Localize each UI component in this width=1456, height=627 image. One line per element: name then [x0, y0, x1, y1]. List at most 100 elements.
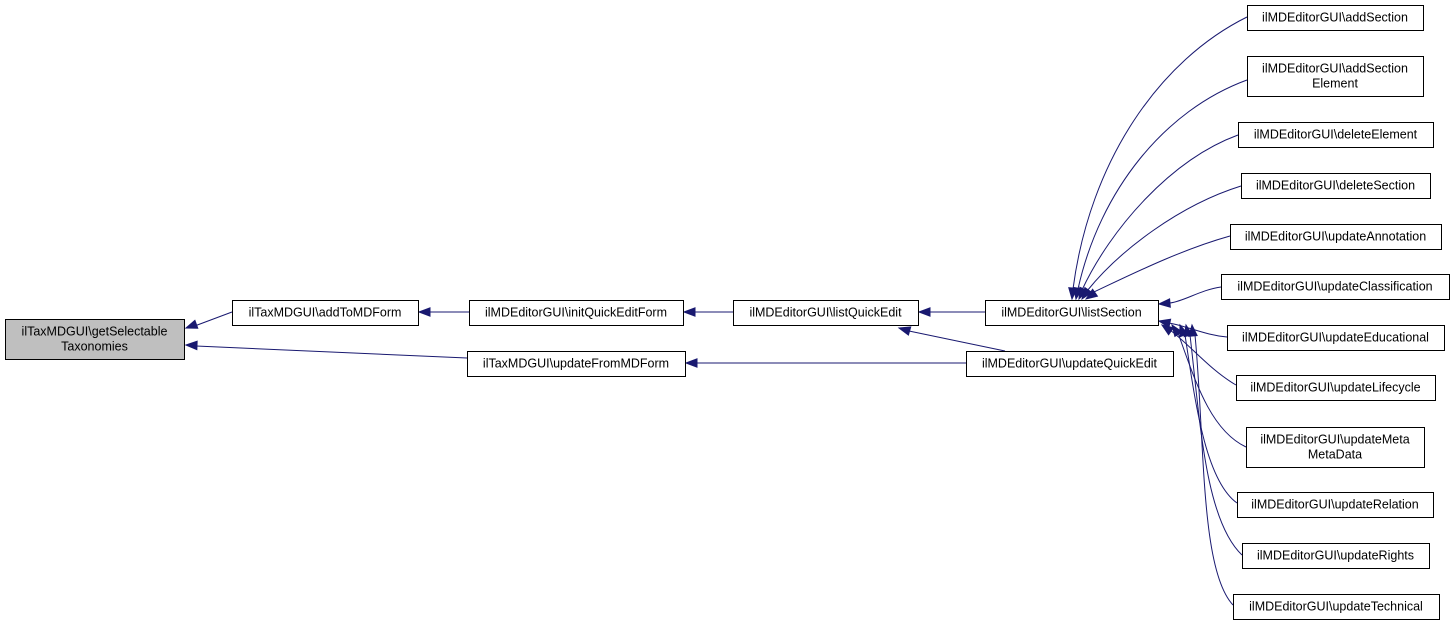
edge-listQuickEdit-to-initQuickEditForm: [682, 307, 733, 317]
node-box[interactable]: [1227, 325, 1445, 351]
arrowhead: [184, 340, 198, 351]
edge-updateQuickEdit-to-listQuickEdit: [897, 326, 1006, 352]
node-label: ilMDEditorGUI\listSection: [1001, 306, 1141, 320]
arrowhead: [1081, 286, 1093, 301]
node-updateEducational[interactable]: ilMDEditorGUI\updateEducational: [1227, 325, 1445, 351]
node-box[interactable]: [5, 319, 185, 360]
node-addToMDForm[interactable]: ilTaxMDGUI\addToMDForm: [232, 300, 419, 326]
node-box[interactable]: [467, 351, 686, 377]
node-updateClassification[interactable]: ilMDEditorGUI\updateClassification: [1221, 274, 1450, 300]
node-label: ilTaxMDGUI\getSelectable: [22, 325, 168, 339]
node-box[interactable]: [1238, 122, 1434, 148]
edge-updateFromMDForm-to-root: [184, 340, 468, 359]
arrowhead: [1157, 298, 1171, 308]
node-box[interactable]: [1247, 5, 1424, 31]
node-listSection[interactable]: ilMDEditorGUI\listSection: [985, 300, 1159, 326]
node-deleteElement[interactable]: ilMDEditorGUI\deleteElement: [1238, 122, 1434, 148]
edge-updateTechnical-to-listSection: [1188, 323, 1234, 606]
edge-addSection-to-listSection: [1068, 16, 1248, 301]
node-label: ilMDEditorGUI\addSection: [1262, 11, 1408, 25]
node-label: Element: [1312, 77, 1358, 91]
arrowhead: [1171, 323, 1183, 338]
arrowhead: [1188, 323, 1198, 337]
node-label: ilMDEditorGUI\updateEducational: [1242, 331, 1429, 345]
node-label: ilMDEditorGUI\updateClassification: [1237, 280, 1432, 294]
node-deleteSection[interactable]: ilMDEditorGUI\deleteSection: [1241, 173, 1431, 199]
arrowhead: [897, 326, 912, 336]
node-box[interactable]: [966, 351, 1174, 377]
edge-updateMetaMetaData-to-listSection: [1171, 323, 1247, 448]
node-label: ilMDEditorGUI\initQuickEditForm: [485, 306, 667, 320]
edge-updateQuickEdit-to-updateFromMDForm: [684, 358, 966, 368]
node-label: ilMDEditorGUI\updateRelation: [1251, 498, 1418, 512]
node-label: ilMDEditorGUI\updateQuickEdit: [982, 357, 1158, 371]
node-box[interactable]: [733, 300, 919, 326]
edge-line: [195, 345, 468, 359]
arrowhead: [682, 307, 696, 317]
node-initQuickEditForm[interactable]: ilMDEditorGUI\initQuickEditForm: [469, 300, 684, 326]
arrowhead: [1157, 318, 1172, 329]
node-label: ilTaxMDGUI\addToMDForm: [249, 306, 402, 320]
edge-initQuickEditForm-to-addToMDForm: [417, 307, 469, 317]
node-box[interactable]: [1233, 594, 1440, 620]
arrowhead: [1160, 324, 1175, 336]
edge-line: [1184, 334, 1238, 504]
nodes-layer: ilTaxMDGUI\getSelectableTaxonomiesilTaxM…: [5, 5, 1450, 620]
arrowhead: [417, 307, 431, 317]
node-updateAnnotation[interactable]: ilMDEditorGUI\updateAnnotation: [1230, 224, 1442, 250]
node-box[interactable]: [469, 300, 684, 326]
node-box[interactable]: [1230, 224, 1442, 250]
node-box[interactable]: [1242, 543, 1430, 569]
edge-line: [1072, 16, 1248, 290]
edge-line: [195, 311, 233, 326]
edge-line: [1194, 334, 1234, 606]
node-box[interactable]: [985, 300, 1159, 326]
edge-line: [1168, 322, 1228, 338]
node-updateLifecycle[interactable]: ilMDEditorGUI\updateLifecycle: [1236, 375, 1436, 401]
node-box[interactable]: [1221, 274, 1450, 300]
node-updateQuickEdit[interactable]: ilMDEditorGUI\updateQuickEdit: [966, 351, 1174, 377]
edge-updateAnnotation-to-listSection: [1084, 235, 1231, 300]
node-listQuickEdit[interactable]: ilMDEditorGUI\listQuickEdit: [733, 300, 919, 326]
edges-layer: [184, 16, 1248, 606]
node-label: Taxonomies: [61, 340, 128, 354]
edge-updateClassification-to-listSection: [1157, 286, 1222, 308]
edge-line: [1081, 134, 1239, 291]
node-label: MetaData: [1308, 448, 1362, 462]
node-box[interactable]: [232, 300, 419, 326]
arrowhead: [917, 307, 931, 317]
edge-addSectionElement-to-listSection: [1073, 79, 1248, 301]
node-box[interactable]: [1246, 427, 1425, 468]
arrowhead: [1084, 288, 1099, 300]
edge-line: [1177, 332, 1247, 448]
node-label: ilTaxMDGUI\updateFromMDForm: [483, 357, 669, 371]
edge-line: [1077, 79, 1248, 290]
node-updateTechnical[interactable]: ilMDEditorGUI\updateTechnical: [1233, 594, 1440, 620]
node-box[interactable]: [1237, 492, 1434, 518]
node-label: ilMDEditorGUI\listQuickEdit: [749, 306, 902, 320]
edge-line: [1086, 185, 1242, 292]
edge-listSection-to-listQuickEdit: [917, 307, 985, 317]
edge-updateRights-to-listSection: [1183, 323, 1243, 556]
node-label: ilMDEditorGUI\updateAnnotation: [1245, 230, 1426, 244]
node-updateRights[interactable]: ilMDEditorGUI\updateRights: [1242, 543, 1430, 569]
node-box[interactable]: [1236, 375, 1436, 401]
node-label: ilMDEditorGUI\deleteElement: [1254, 128, 1418, 142]
arrowhead: [684, 358, 698, 368]
edge-updateEducational-to-listSection: [1157, 318, 1228, 338]
node-label: ilMDEditorGUI\deleteSection: [1256, 179, 1415, 193]
node-label: ilMDEditorGUI\updateRights: [1257, 549, 1414, 563]
node-box[interactable]: [1247, 56, 1424, 97]
node-addSection[interactable]: ilMDEditorGUI\addSection: [1247, 5, 1424, 31]
node-updateRelation[interactable]: ilMDEditorGUI\updateRelation: [1237, 492, 1434, 518]
node-updateFromMDForm[interactable]: ilTaxMDGUI\updateFromMDForm: [467, 351, 686, 377]
node-label: ilMDEditorGUI\updateTechnical: [1249, 600, 1423, 614]
node-box[interactable]: [1241, 173, 1431, 199]
node-label: ilMDEditorGUI\updateLifecycle: [1250, 381, 1420, 395]
arrowhead: [184, 319, 199, 329]
node-label: ilMDEditorGUI\updateMeta: [1260, 433, 1409, 447]
